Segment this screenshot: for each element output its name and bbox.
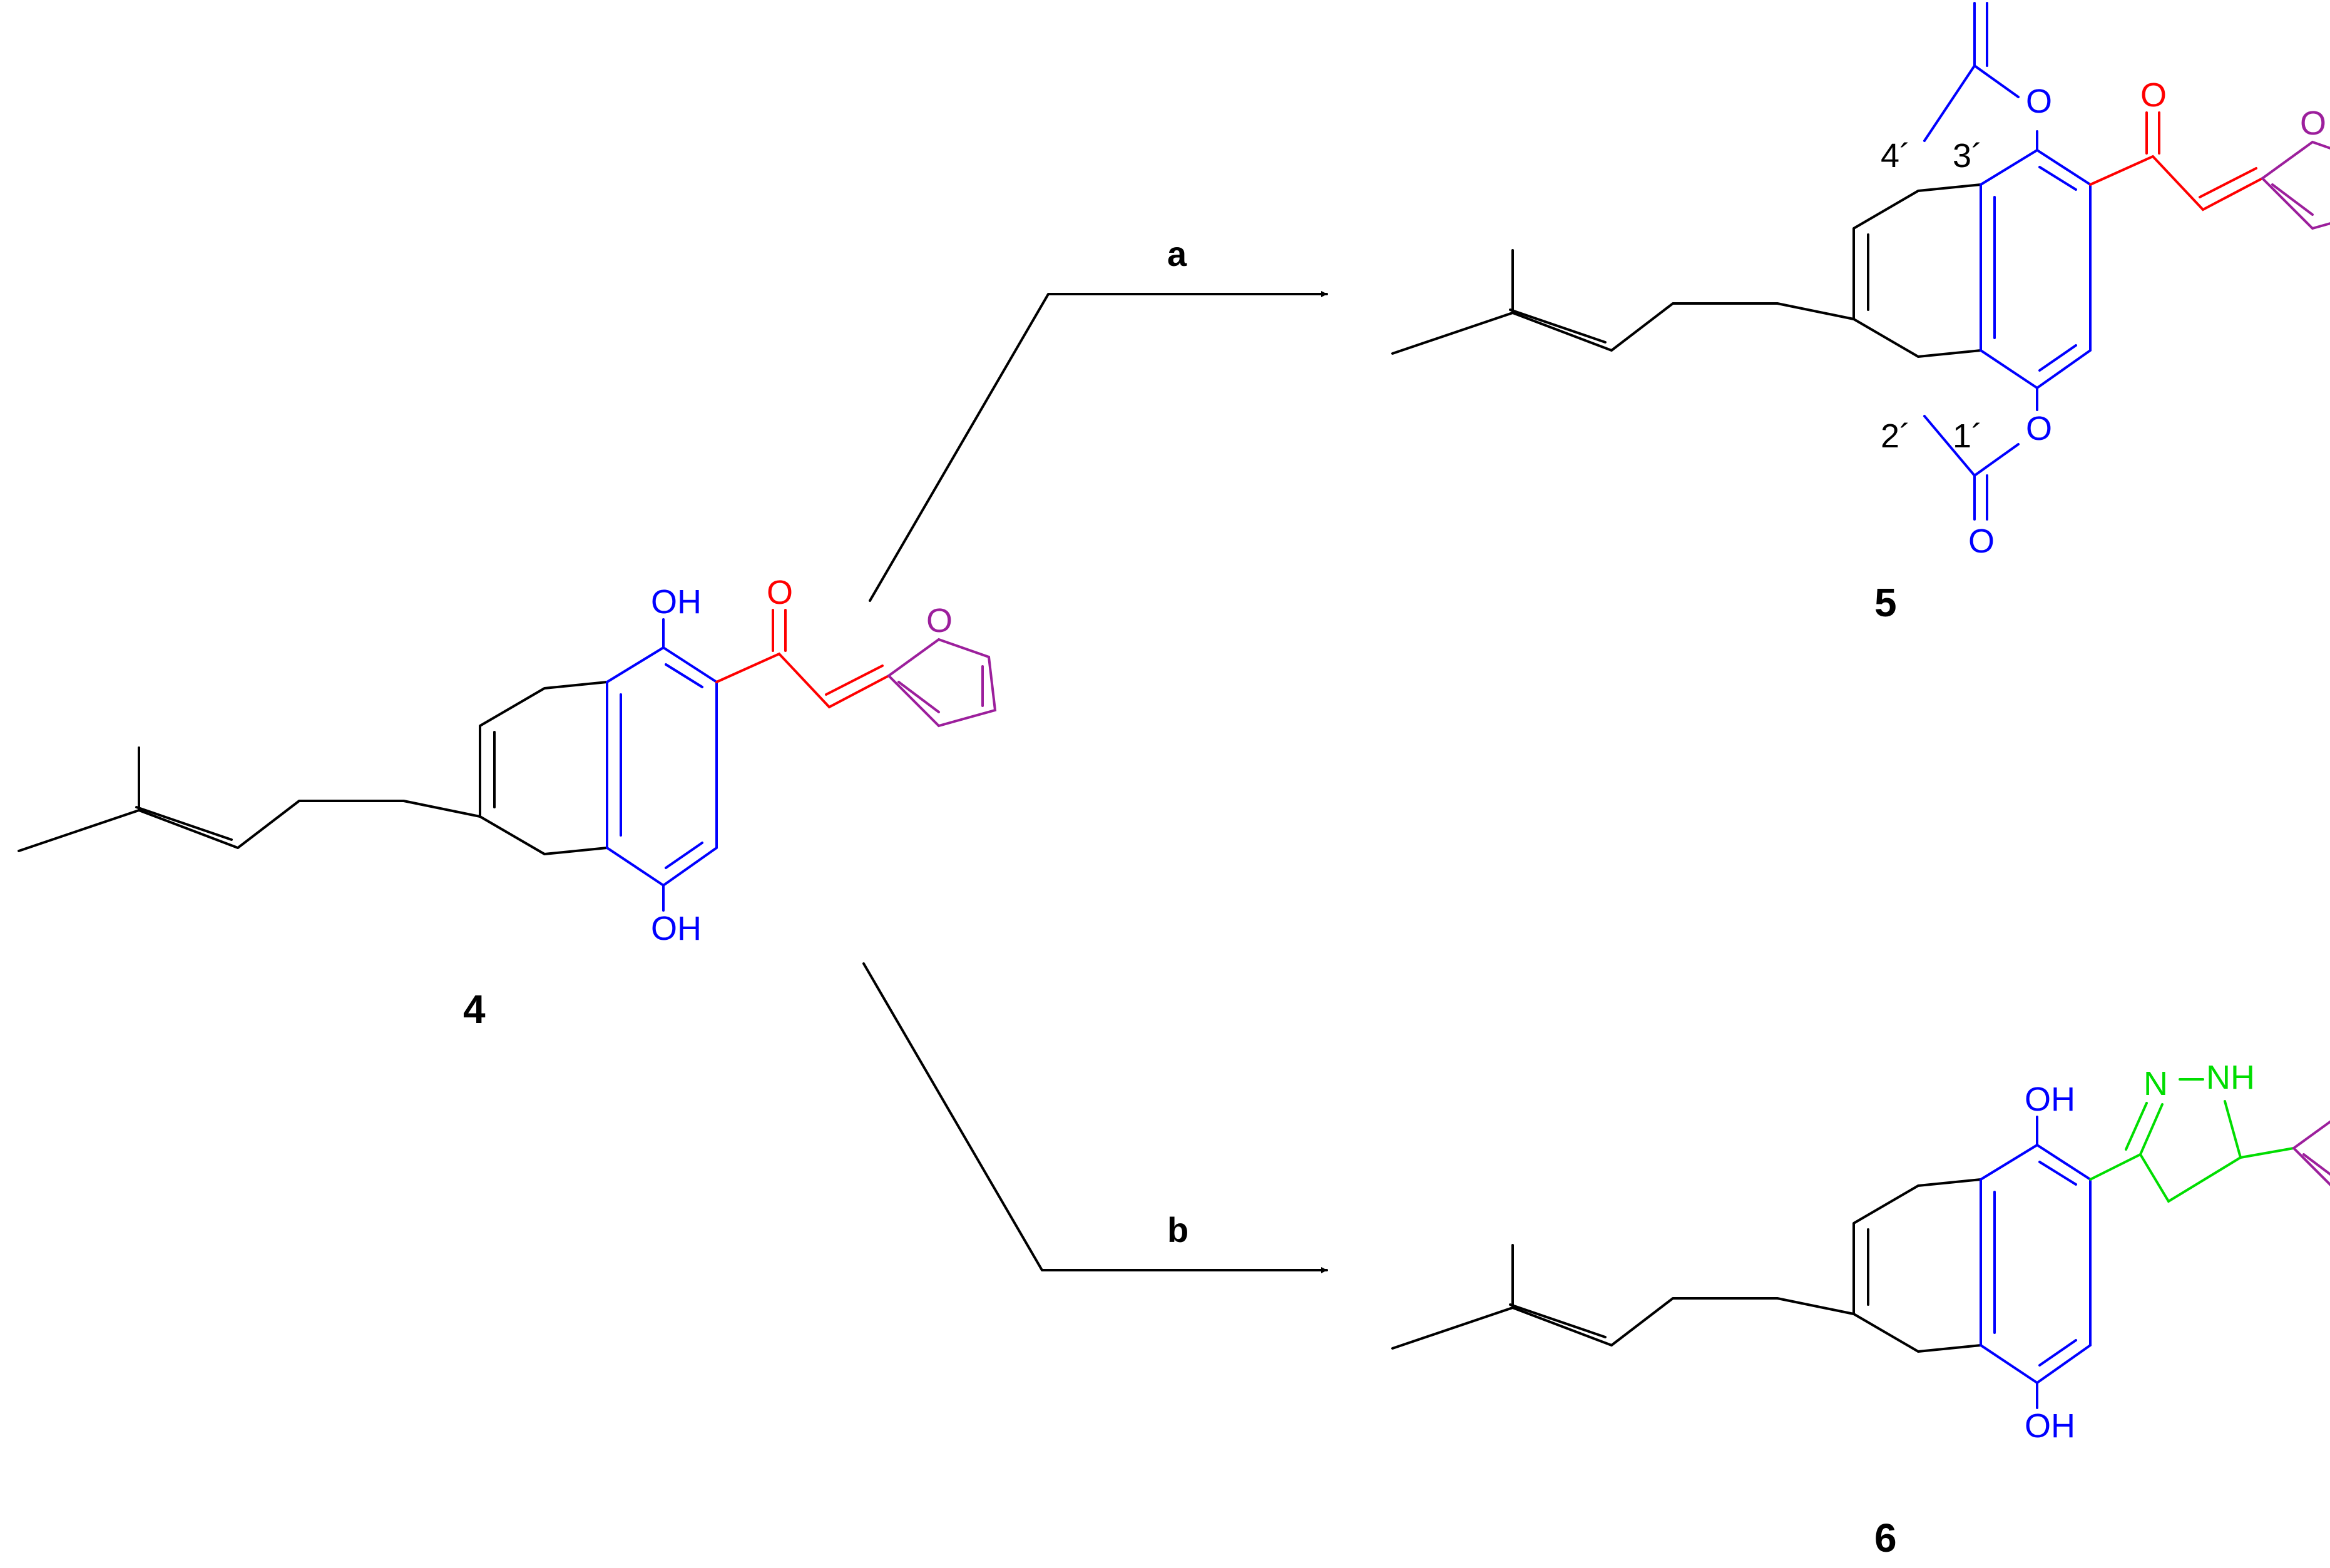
compound-4-aromatic-ring [606, 646, 718, 887]
compound-6: OH OH N NH O 6 [1391, 1059, 2330, 1560]
compound-5-acetate-top [1923, 2, 2038, 151]
compound-6-label: 6 [1874, 1515, 1897, 1560]
compound-4-carbonyl-o: O [767, 574, 793, 611]
compound-5: O O 4´ 3´ O O 2´ 1´ O O 5 [1391, 2, 2330, 625]
compound-5-position-1: 1´ [1953, 417, 1983, 455]
arrow-b-path [862, 962, 1328, 1273]
compound-5-aromatic-ring [1980, 149, 2092, 389]
compound-5-furan-o: O [2300, 104, 2326, 142]
compound-6-oh-top: OH [2025, 1081, 2075, 1118]
compound-6-furan-link [2239, 1147, 2295, 1159]
compound-6-aromatic-ring [1980, 1144, 2092, 1384]
arrow-a-path [869, 291, 1328, 602]
compound-5-furan-ring [2261, 141, 2330, 230]
compound-5-skeleton [1391, 183, 1982, 358]
compound-6-furan-ring [2292, 1111, 2330, 1199]
compound-4-oh-bottom: OH [651, 910, 702, 947]
compound-5-acetate-bottom [1923, 387, 2038, 521]
compound-5-position-3: 3´ [1953, 137, 1983, 175]
compound-6-n-imine: N [2143, 1065, 2168, 1102]
compound-4-skeleton [18, 681, 608, 855]
arrow-b: b [862, 962, 1328, 1273]
compound-6-nh: NH [2206, 1059, 2255, 1096]
compound-5-enone [2089, 111, 2264, 211]
arrow-a-label: a [1167, 234, 1187, 273]
compound-4-furan-o: O [926, 602, 953, 639]
arrow-a: a [869, 234, 1328, 602]
compound-6-oh-bottom: OH [2025, 1407, 2075, 1445]
compound-4: OH OH O O 4 [18, 574, 996, 1032]
compound-4-furan-ring [887, 638, 996, 727]
compound-5-ester-o-bottom: O [2026, 410, 2052, 447]
compound-6-pyrazoline-ring [2089, 1078, 2242, 1203]
compound-4-label: 4 [463, 987, 486, 1032]
compound-5-ester-o-top: O [2026, 83, 2052, 120]
arrow-b-label: b [1167, 1210, 1188, 1250]
compound-5-carbonyl-o: O [2140, 76, 2167, 114]
compound-5-position-4: 4´ [1881, 137, 1911, 175]
compound-6-skeleton [1391, 1178, 1982, 1353]
compound-4-enone [715, 609, 890, 709]
compound-4-oh-top: OH [651, 583, 702, 621]
compound-5-acyl-o-bottom: O [1968, 522, 1995, 560]
compound-5-label: 5 [1874, 580, 1897, 625]
compound-5-position-2: 2´ [1881, 417, 1911, 455]
